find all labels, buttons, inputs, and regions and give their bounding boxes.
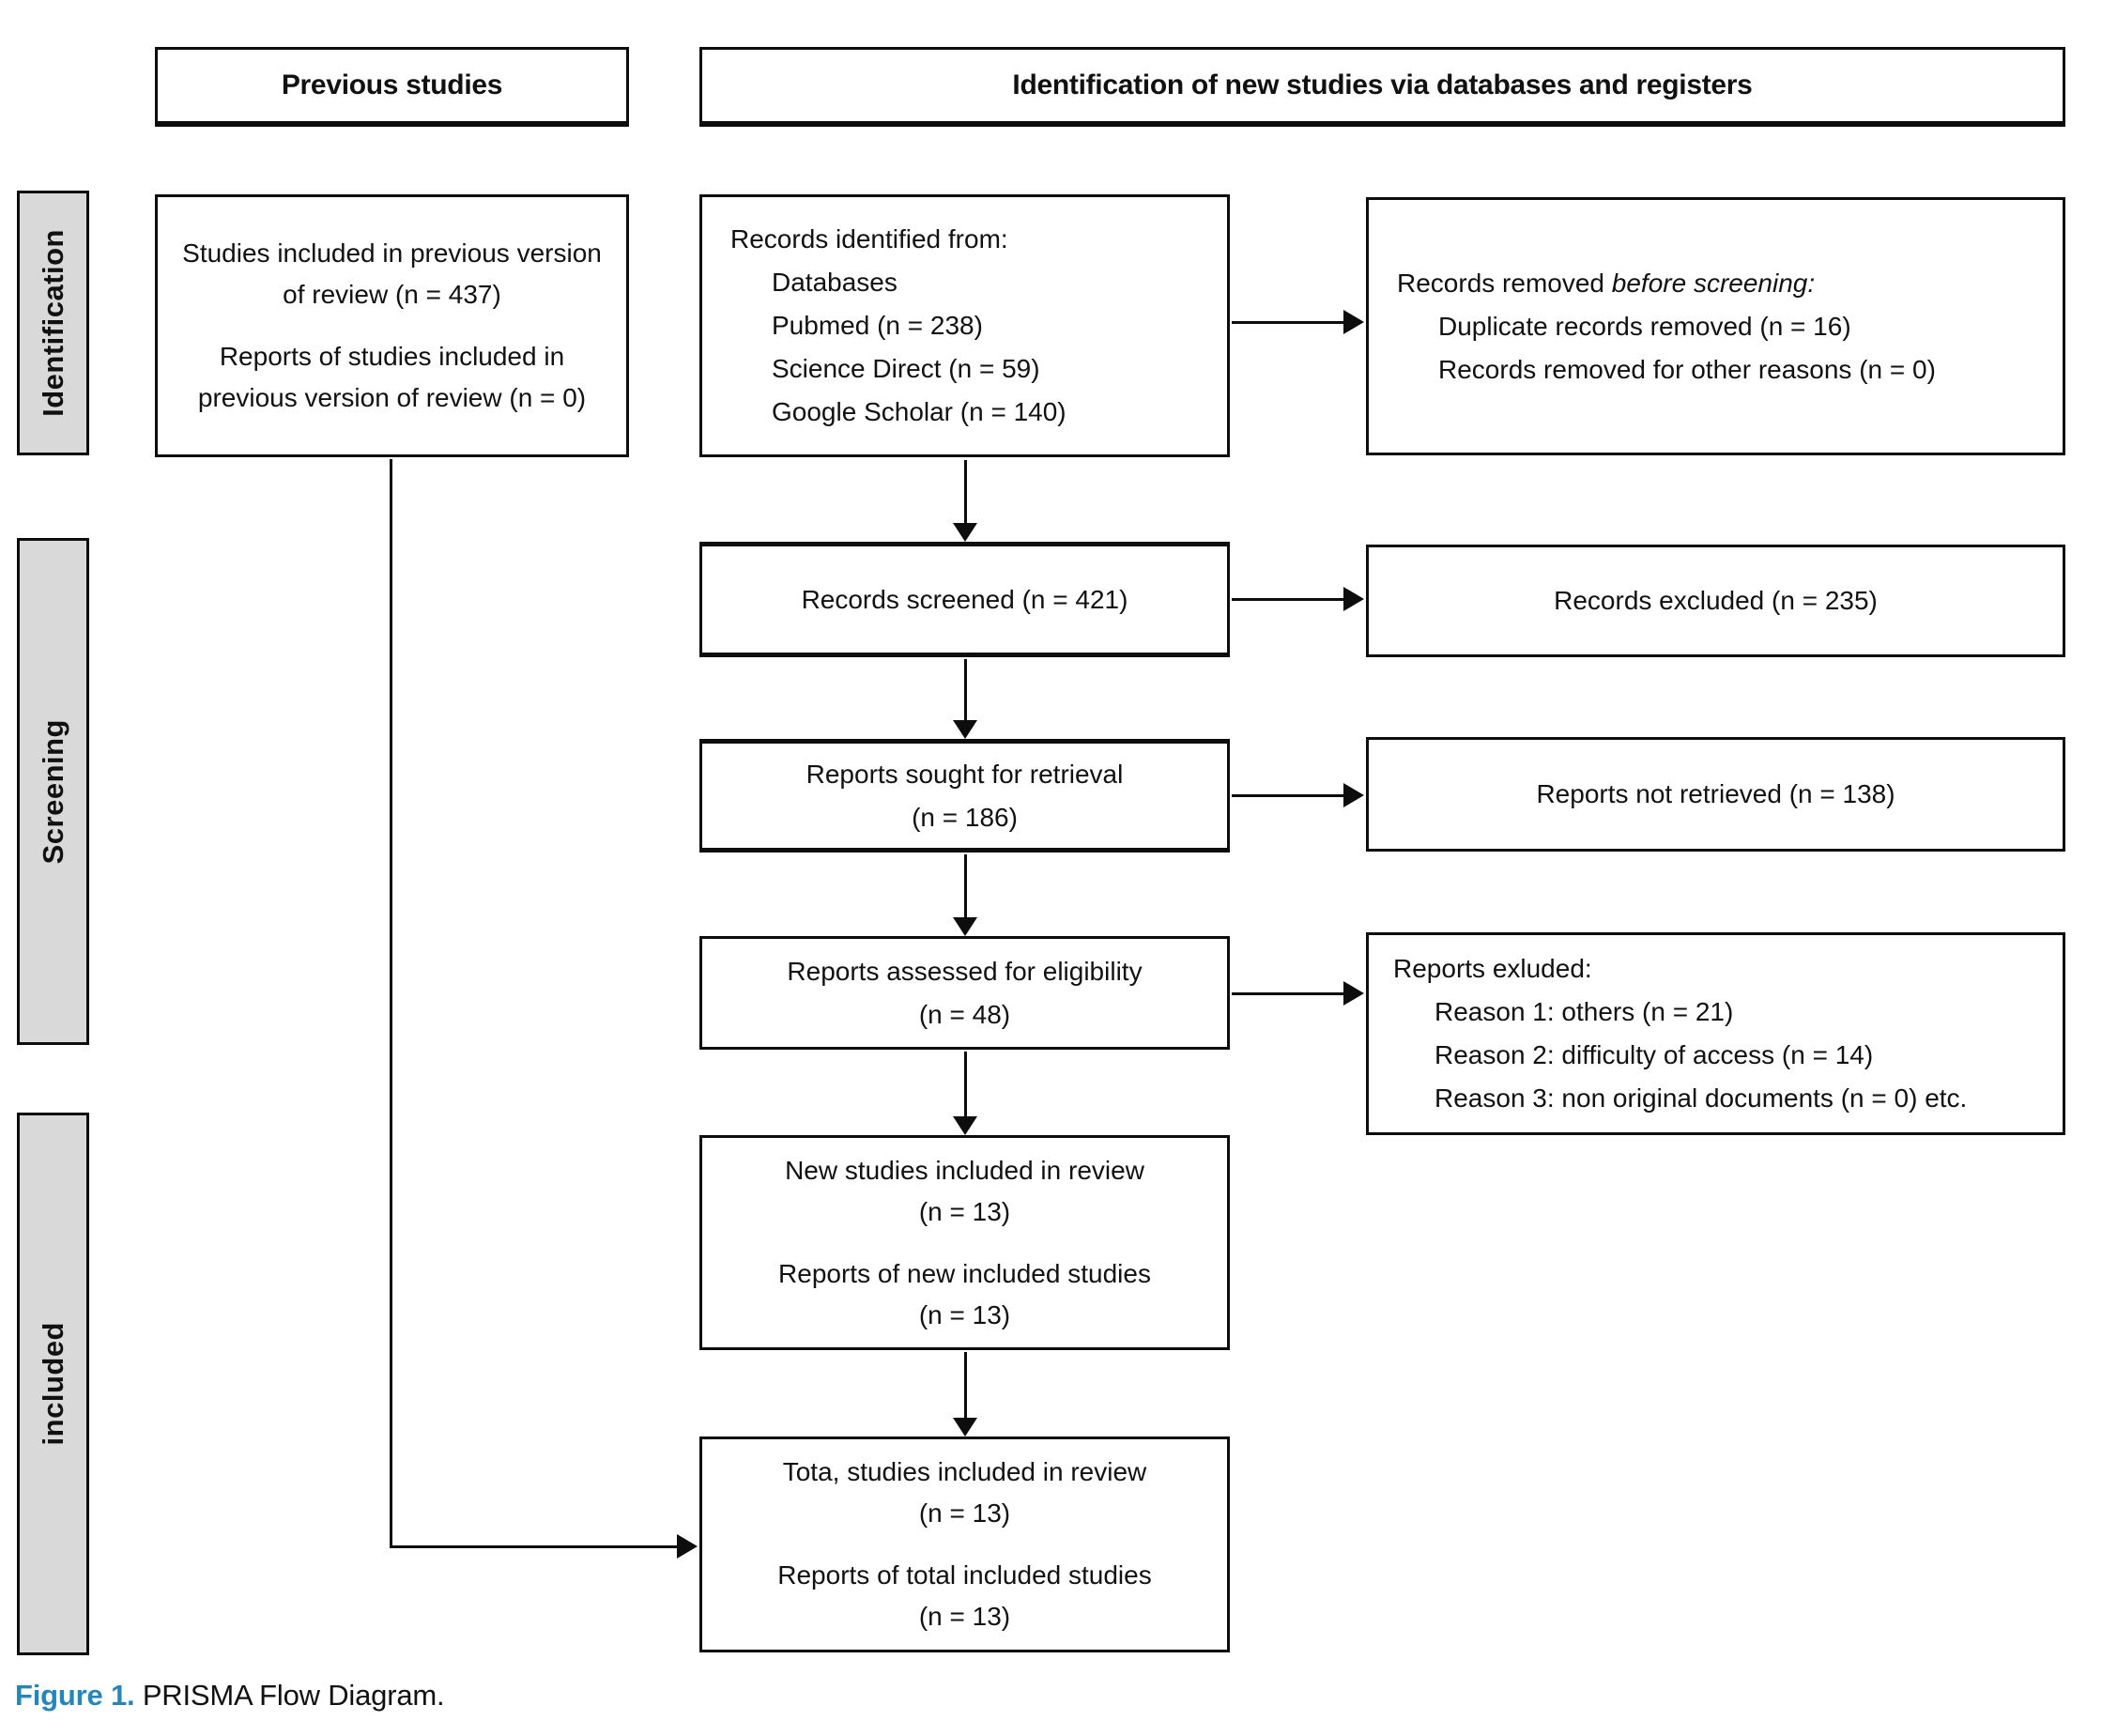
arrow-assessed-to-excluded	[1232, 980, 1364, 1006]
figure-caption-text: PRISMA Flow Diagram.	[134, 1679, 445, 1712]
arrow-screened-to-excluded	[1232, 586, 1364, 612]
total-studies-line1: Tota, studies included in review	[782, 1457, 1147, 1486]
reports-excluded-reason: Reason 3: non original documents (n = 0)…	[1435, 1083, 1968, 1113]
previous-studies-text-1: Studies included in previous version of …	[182, 238, 602, 309]
total-studies-para2: Reports of total included studies (n = 1…	[777, 1555, 1151, 1637]
figure-caption-label: Figure 1.	[15, 1679, 135, 1712]
box-records-screened: Records screened (n = 421)	[699, 542, 1230, 657]
box-total-studies: Tota, studies included in review (n = 13…	[699, 1436, 1230, 1652]
header-previous-studies: Previous studies	[155, 47, 629, 127]
records-identified-item: Science Direct (n = 59)	[772, 354, 1040, 383]
box-reports-excluded: Reports exluded: Reason 1: others (n = 2…	[1366, 932, 2065, 1135]
stage-bar-identification-label: Identification	[36, 229, 69, 417]
new-studies-line3: Reports of new included studies	[778, 1258, 1151, 1288]
records-removed-item: Records removed for other reasons (n = 0…	[1438, 354, 1936, 384]
box-records-excluded: Records excluded (n = 235)	[1366, 545, 2065, 657]
reports-assessed-line2: (n = 48)	[918, 999, 1011, 1029]
arrow-sought-to-assessed	[952, 854, 978, 936]
total-studies-line2: (n = 13)	[918, 1498, 1011, 1528]
reports-sought-line2: (n = 186)	[912, 802, 1018, 832]
total-studies-line4: (n = 13)	[918, 1602, 1011, 1631]
arrow-assessed-to-new	[952, 1052, 978, 1135]
header-identification-label: Identification of new studies via databa…	[1012, 69, 1753, 100]
total-studies-para1: Tota, studies included in review (n = 13…	[783, 1452, 1147, 1534]
stage-bar-identification: Identification	[17, 191, 89, 455]
arrow-identified-to-screened	[952, 460, 978, 542]
box-previous-studies: Studies included in previous version of …	[155, 194, 629, 457]
records-removed-item: Duplicate records removed (n = 16)	[1438, 311, 1851, 341]
header-previous-studies-label: Previous studies	[281, 69, 503, 100]
header-identification-new-studies: Identification of new studies via databa…	[699, 47, 2065, 127]
connector-previous-vertical-line	[390, 459, 392, 1548]
new-studies-para1: New studies included in review (n = 13)	[785, 1150, 1144, 1233]
box-reports-not-retrieved: Reports not retrieved (n = 138)	[1366, 737, 2065, 852]
records-identified-item: Pubmed (n = 238)	[772, 311, 983, 340]
stage-bar-screening-label: Screening	[36, 718, 69, 865]
new-studies-line4: (n = 13)	[918, 1299, 1011, 1329]
arrow-identified-to-removed	[1232, 309, 1364, 335]
reports-excluded-reason: Reason 1: others (n = 21)	[1435, 997, 1734, 1026]
new-studies-para2: Reports of new included studies (n = 13)	[778, 1253, 1151, 1336]
stage-bar-screening: Screening	[17, 538, 89, 1045]
box-records-identified: Records identified from: Databases Pubme…	[699, 194, 1230, 457]
records-removed-title-prefix: Records removed	[1397, 268, 1612, 298]
box-new-studies: New studies included in review (n = 13) …	[699, 1135, 1230, 1350]
reports-excluded-title: Reports exluded:	[1393, 954, 1592, 983]
new-studies-line1: New studies included in review	[785, 1155, 1144, 1185]
arrow-sought-to-not-retrieved	[1232, 782, 1364, 808]
connector-previous-horizontal-line	[390, 1545, 679, 1548]
reports-not-retrieved-text: Reports not retrieved (n = 138)	[1536, 779, 1895, 808]
box-reports-assessed: Reports assessed for eligibility (n = 48…	[699, 936, 1230, 1050]
total-studies-line3: Reports of total included studies	[777, 1560, 1152, 1590]
reports-sought-line1: Reports sought for retrieval	[806, 759, 1124, 789]
new-studies-line2: (n = 13)	[918, 1196, 1011, 1226]
previous-studies-text-2: Reports of studies included in previous …	[197, 342, 587, 412]
records-identified-item: Google Scholar (n = 140)	[772, 397, 1066, 426]
records-screened-text: Records screened (n = 421)	[801, 584, 1128, 614]
box-reports-sought: Reports sought for retrieval (n = 186)	[699, 739, 1230, 853]
stage-bar-included: included	[17, 1113, 89, 1655]
records-removed-title: Records removed before screening:	[1397, 262, 2049, 305]
reports-assessed-line1: Reports assessed for eligibility	[787, 956, 1143, 986]
figure-caption: Figure 1. PRISMA Flow Diagram.	[15, 1679, 445, 1713]
stage-bar-included-label: included	[36, 1322, 69, 1446]
box-records-removed: Records removed before screening: Duplic…	[1366, 197, 2065, 455]
connector-previous-arrowhead	[677, 1534, 698, 1559]
records-removed-title-italic: before screening:	[1611, 268, 1816, 298]
reports-excluded-reason: Reason 2: difficulty of access (n = 14)	[1435, 1040, 1874, 1069]
records-excluded-text: Records excluded (n = 235)	[1554, 586, 1878, 615]
arrow-screened-to-sought	[952, 659, 978, 739]
records-identified-title: Records identified from:	[730, 224, 1008, 253]
arrow-new-to-total	[952, 1352, 978, 1436]
records-identified-item: Databases	[772, 268, 898, 297]
